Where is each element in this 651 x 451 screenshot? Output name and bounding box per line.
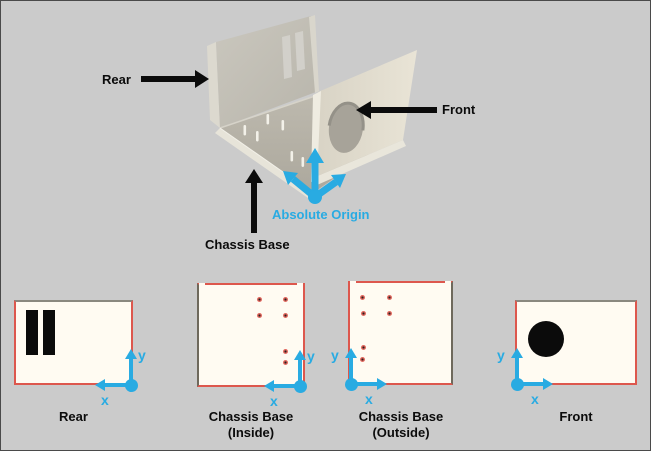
bend-notch (350, 281, 356, 284)
base-outside-flat-view (348, 281, 453, 385)
chassis-base-callout-arrow-icon (245, 169, 263, 233)
rear-flat-caption: Rear (59, 409, 88, 424)
rear-slot-cutout (26, 310, 38, 355)
x-axis-arrowhead-icon (264, 379, 274, 392)
x-axis-arrow (517, 382, 544, 386)
hole-dot (283, 349, 288, 354)
x-axis-label: x (101, 392, 109, 408)
x-axis-label: x (270, 393, 278, 409)
y-axis-label: y (307, 348, 315, 364)
y-axis-arrow (349, 357, 353, 384)
x-axis-label: x (365, 391, 373, 407)
y-axis-arrow (129, 358, 133, 385)
hole-dot (283, 360, 288, 365)
axis-origin-dot (344, 377, 358, 391)
absolute-origin-label: Absolute Origin (272, 207, 370, 222)
x-axis-arrowhead-icon (95, 378, 105, 391)
base-vent-slots (243, 114, 305, 167)
bend-notch (445, 281, 451, 284)
hole-dot (283, 297, 288, 302)
rear-wall-face (216, 16, 316, 128)
front-flat-caption: Front (559, 409, 593, 424)
front-wall-hole (328, 103, 364, 153)
front-callout-arrow-icon (356, 101, 437, 119)
y-axis-arrow (515, 357, 519, 384)
y-axis-label: y (497, 347, 505, 363)
front-wall-bottom-flange (315, 140, 406, 185)
hole-dot (361, 345, 366, 350)
x-axis-arrowhead-icon (543, 377, 553, 390)
hole-dot (360, 357, 365, 362)
x-axis-arrow (351, 382, 378, 386)
caption-line2: (Outside) (372, 425, 430, 440)
front-hole-cutout (528, 321, 564, 357)
chassis-base-3d-label: Chassis Base (205, 237, 290, 252)
hole-dot (361, 311, 366, 316)
base-inside-caption: Chassis Base (Inside) (191, 409, 311, 441)
front-3d-label: Front (442, 102, 476, 117)
x-axis-arrowhead-icon (377, 377, 387, 390)
rear-wall-right-flange (309, 15, 319, 93)
hole-dot (257, 313, 262, 318)
y-axis-arrowhead-icon (510, 348, 523, 358)
y-axis-arrowhead-icon (293, 350, 306, 360)
chassis-3d-view (141, 15, 437, 233)
caption-line2: (Inside) (227, 425, 275, 440)
bend-notch (199, 283, 205, 286)
hole-dot (387, 311, 392, 316)
caption-line1: Chassis Base (208, 409, 294, 424)
hole-dot (283, 313, 288, 318)
rear-flat-view (14, 300, 133, 385)
rear-wall-slot (282, 35, 292, 79)
base-inside-flat-view (197, 283, 305, 387)
rear-wall-slot (295, 31, 305, 71)
base-bend-line (219, 94, 319, 129)
rear-slot-cutout (43, 310, 55, 355)
caption-line1: Chassis Base (358, 409, 444, 424)
y-axis-label: y (138, 347, 146, 363)
hole-dot (387, 295, 392, 300)
axis-origin-dot (124, 378, 138, 392)
x-axis-label: x (531, 391, 539, 407)
rear-wall-left-flange (207, 42, 220, 128)
rear-3d-label: Rear (102, 72, 131, 87)
front-flat-view (515, 300, 637, 385)
hole-dot (360, 295, 365, 300)
rear-callout-arrow-icon (141, 70, 209, 88)
axis-origin-dot (510, 377, 524, 391)
x-axis-arrow (273, 384, 300, 388)
y-axis-arrowhead-icon (124, 349, 137, 359)
x-axis-arrow (104, 383, 131, 387)
bend-notch (297, 283, 303, 286)
y-axis-label: y (331, 347, 339, 363)
front-hole-shadow (327, 101, 365, 131)
axis-origin-dot (293, 379, 307, 393)
absolute-origin-triad-icon (283, 148, 346, 204)
base-outside-caption: Chassis Base (Outside) (341, 409, 461, 441)
hole-dot (257, 297, 262, 302)
y-axis-arrowhead-icon (344, 348, 357, 358)
y-axis-arrow (298, 359, 302, 386)
